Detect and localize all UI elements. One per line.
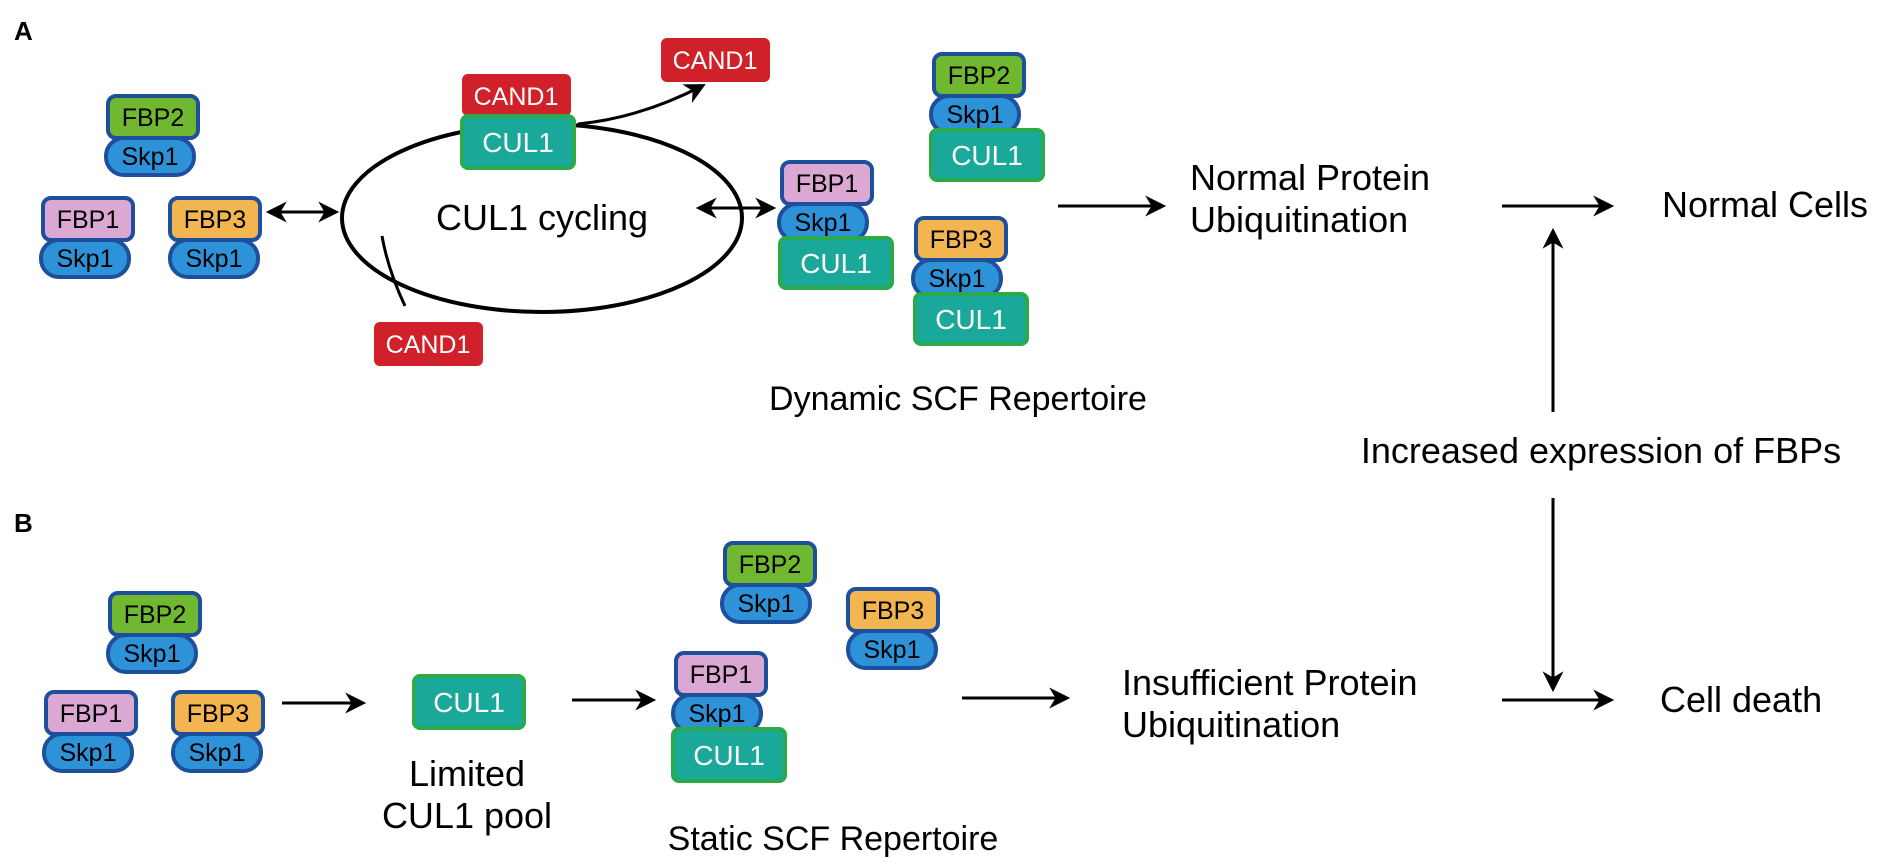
svg-text:FBP1: FBP1 [60, 700, 123, 728]
panel-label-a: A [14, 16, 33, 46]
scf-fbp3-complex-a: FBP3 Skp1 CUL1 [911, 216, 1029, 346]
fbp1-skp1-complex-a: FBP1 Skp1 [39, 196, 135, 279]
svg-text:FBP1: FBP1 [57, 206, 120, 234]
cand1-released: CAND1 [661, 38, 770, 82]
svg-text:Skp1: Skp1 [186, 245, 243, 273]
fbp3-skp1-complex-b: FBP3 Skp1 [171, 690, 265, 773]
svg-text:Skp1: Skp1 [57, 245, 114, 273]
dynamic-scf-repertoire-label: Dynamic SCF Repertoire [769, 380, 1147, 418]
svg-text:CUL1: CUL1 [693, 740, 765, 771]
normal-cells-label: Normal Cells [1662, 184, 1868, 225]
fbp2-skp1-complex-a: FBP2 Skp1 [104, 94, 200, 177]
svg-text:FBP3: FBP3 [930, 226, 993, 254]
svg-text:Skp1: Skp1 [947, 101, 1004, 129]
svg-text:CAND1: CAND1 [386, 331, 471, 359]
svg-text:CUL1: CUL1 [800, 248, 872, 279]
scf-fbp2-complex-a: FBP2 Skp1 CUL1 [929, 52, 1045, 182]
svg-text:CUL1: CUL1 [482, 127, 554, 158]
normal-ubiquitination-label-line2: Ubiquitination [1190, 199, 1408, 240]
fbp2-skp1-complex-b-free: FBP2 Skp1 [720, 541, 817, 624]
svg-text:Skp1: Skp1 [124, 640, 181, 668]
svg-text:CUL1: CUL1 [951, 140, 1023, 171]
cand1-entry-line [380, 235, 407, 307]
svg-text:Skp1: Skp1 [122, 143, 179, 171]
svg-text:FBP1: FBP1 [796, 170, 859, 198]
fbp2-skp1-complex-b: FBP2 Skp1 [106, 591, 202, 674]
svg-text:Skp1: Skp1 [60, 739, 117, 767]
insufficient-ubiquitination-line1: Insufficient Protein [1122, 662, 1418, 703]
svg-text:Skp1: Skp1 [738, 590, 795, 618]
svg-text:FBP3: FBP3 [187, 700, 250, 728]
fbp1-skp1-complex-b: FBP1 Skp1 [42, 690, 138, 773]
svg-text:Skp1: Skp1 [795, 209, 852, 237]
scf-fbp1-complex-a: FBP1 Skp1 CUL1 [777, 160, 894, 290]
cand1-entering: CAND1 [374, 322, 483, 366]
fbp3-skp1-complex-a: FBP3 Skp1 [168, 196, 262, 279]
svg-text:CUL1: CUL1 [433, 687, 505, 718]
svg-text:FBP1: FBP1 [690, 661, 753, 689]
increased-expression-label: Increased expression of FBPs [1361, 430, 1841, 471]
svg-text:FBP3: FBP3 [862, 597, 925, 625]
svg-text:FBP2: FBP2 [122, 104, 185, 132]
fbp3-skp1-complex-b-free: FBP3 Skp1 [846, 587, 940, 670]
svg-text:FBP2: FBP2 [948, 62, 1011, 90]
svg-text:FBP2: FBP2 [739, 551, 802, 579]
static-scf-repertoire-label: Static SCF Repertoire [668, 820, 999, 858]
cul1-cycling-label: CUL1 cycling [436, 197, 648, 238]
svg-text:Skp1: Skp1 [864, 636, 921, 664]
svg-text:Skp1: Skp1 [689, 700, 746, 728]
svg-text:FBP3: FBP3 [184, 206, 247, 234]
cand1-cul1-complex: CAND1 CUL1 [460, 74, 576, 170]
svg-text:CAND1: CAND1 [673, 47, 758, 75]
cand1-release-arrow [577, 84, 706, 126]
cul1-free-b: CUL1 [412, 674, 526, 730]
panel-label-b: B [14, 508, 33, 538]
svg-text:Skp1: Skp1 [189, 739, 246, 767]
svg-text:CUL1: CUL1 [935, 304, 1007, 335]
limited-cul1-pool-line1: Limited [409, 753, 525, 794]
insufficient-ubiquitination-line2: Ubiquitination [1122, 704, 1340, 745]
svg-text:Skp1: Skp1 [929, 265, 986, 293]
limited-cul1-pool-line2: CUL1 pool [382, 795, 552, 836]
cell-death-label: Cell death [1660, 679, 1822, 720]
svg-text:CAND1: CAND1 [474, 83, 559, 111]
normal-ubiquitination-label-line1: Normal Protein [1190, 157, 1430, 198]
svg-text:FBP2: FBP2 [124, 601, 187, 629]
scf-fbp1-complex-b: FBP1 Skp1 CUL1 [671, 651, 787, 783]
